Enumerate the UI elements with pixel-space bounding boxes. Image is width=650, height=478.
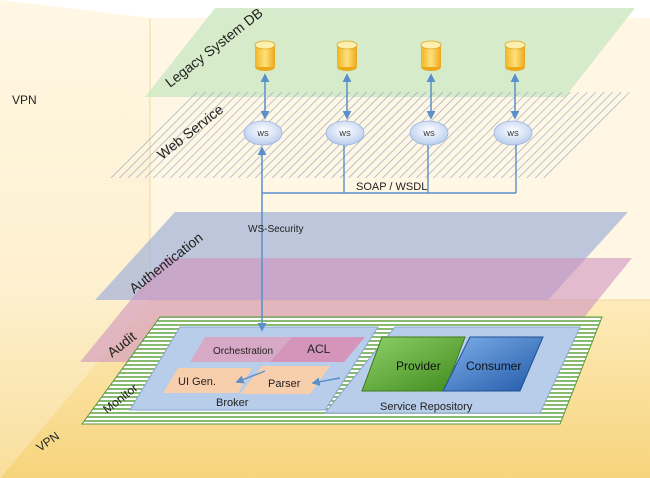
ui-gen-label: UI Gen. xyxy=(178,376,216,388)
web-service-group: WS WS WS WS xyxy=(243,120,533,146)
database-icon xyxy=(420,40,442,71)
web-service-node: WS xyxy=(493,120,533,146)
soap-bus xyxy=(262,145,517,194)
web-service-node: WS xyxy=(325,120,365,146)
web-service-node: WS xyxy=(409,120,449,146)
consumer-label: Consumer xyxy=(466,359,521,373)
parser-to-uigen-arrow xyxy=(235,370,266,384)
database-icon xyxy=(504,40,526,71)
web-service-label: WS xyxy=(507,131,519,138)
web-service-label: WS xyxy=(339,131,351,138)
database-icon xyxy=(254,40,276,71)
db-ws-arrows xyxy=(260,73,520,120)
acl-label: ACL xyxy=(307,342,331,356)
orchestration-label: Orchestration xyxy=(213,346,273,357)
parser-box xyxy=(240,366,330,394)
provider-label: Provider xyxy=(396,359,441,373)
broker-title: Broker xyxy=(216,397,249,409)
repository-to-parser-arrow xyxy=(311,377,341,386)
ws-security-label: WS-Security xyxy=(248,224,304,235)
database-icon xyxy=(336,40,358,71)
parser-label: Parser xyxy=(268,378,301,390)
web-service-label: WS xyxy=(423,131,435,138)
web-service-label: WS xyxy=(257,131,269,138)
database-group xyxy=(254,40,526,71)
vpn-left-wall xyxy=(0,0,150,478)
vpn-top-label: VPN xyxy=(12,93,37,107)
acl-box xyxy=(270,337,365,362)
consumer-box xyxy=(442,336,544,392)
ui-gen-box xyxy=(163,368,252,393)
web-service-layer xyxy=(110,92,630,178)
orchestration-box xyxy=(190,337,292,362)
service-repository-title: Service Repository xyxy=(380,401,473,413)
soap-wsdl-label: SOAP / WSDL xyxy=(356,181,427,193)
web-service-node: WS xyxy=(243,120,283,146)
